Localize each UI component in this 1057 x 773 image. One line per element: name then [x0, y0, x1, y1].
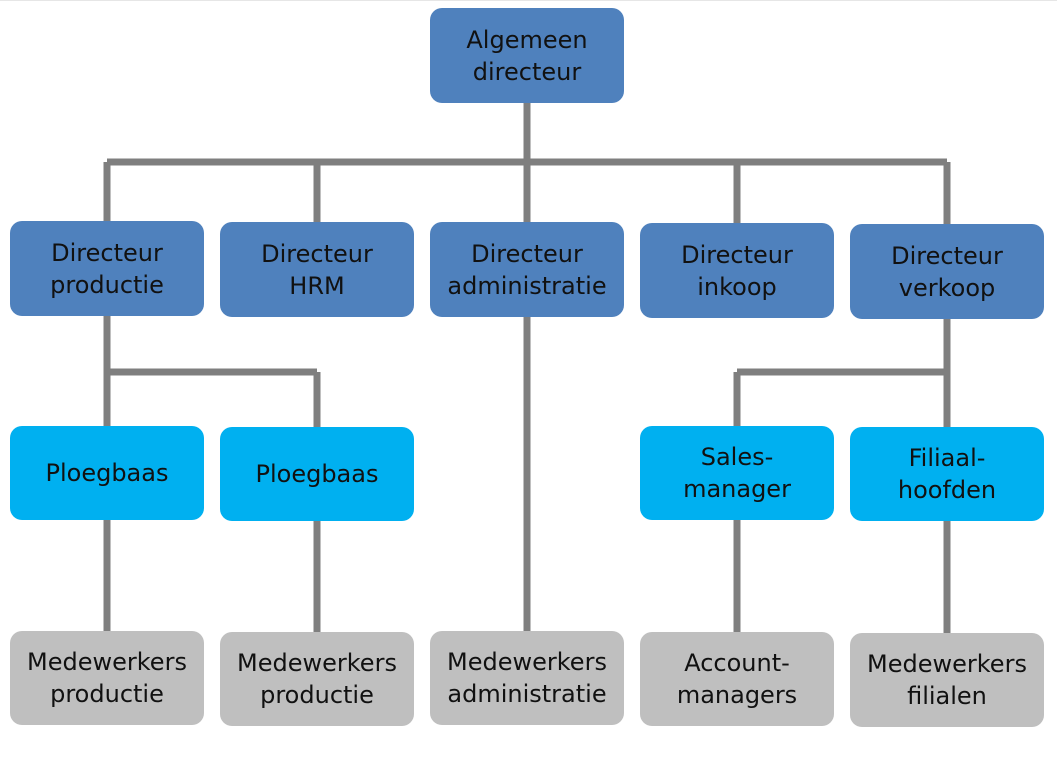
node-label: Directeur verkoop — [891, 241, 1003, 302]
node-salesmanager: Sales- manager — [640, 426, 834, 520]
node-label: Sales- manager — [683, 443, 791, 503]
node-directeur-verkoop: Directeur verkoop — [850, 224, 1044, 319]
node-label: Account- managers — [676, 649, 798, 709]
node-label: Directeur inkoop — [681, 240, 793, 301]
node-medewerkers-productie-2: Medewerkers productie — [220, 632, 414, 726]
node-ploegbaas-1: Ploegbaas — [10, 426, 204, 520]
node-label: Medewerkers productie — [27, 648, 187, 708]
node-label: Ploegbaas — [255, 460, 379, 488]
node-medewerkers-productie-1: Medewerkers productie — [10, 631, 204, 725]
node-label: Filiaal- hoofden — [897, 444, 997, 504]
node-label: Medewerkers administratie — [447, 648, 607, 708]
node-label: Algemeen directeur — [466, 25, 588, 86]
node-label: Directeur HRM — [261, 239, 373, 300]
node-label: Directeur productie — [50, 238, 164, 299]
node-medewerkers-administratie: Medewerkers administratie — [430, 631, 624, 725]
node-filiaalhoofden: Filiaal- hoofden — [850, 427, 1044, 521]
node-label: Medewerkers productie — [237, 649, 397, 709]
top-border — [0, 0, 1057, 1]
node-directeur-administratie: Directeur administratie — [430, 222, 624, 317]
node-directeur-hrm: Directeur HRM — [220, 222, 414, 317]
node-directeur-productie: Directeur productie — [10, 221, 204, 316]
node-directeur-inkoop: Directeur inkoop — [640, 223, 834, 318]
node-label: Directeur administratie — [447, 239, 607, 300]
node-label: Ploegbaas — [45, 459, 169, 487]
node-algemeen-directeur: Algemeen directeur — [430, 8, 624, 103]
node-medewerkers-filialen: Medewerkers filialen — [850, 633, 1044, 727]
node-ploegbaas-2: Ploegbaas — [220, 427, 414, 521]
node-label: Medewerkers filialen — [867, 650, 1027, 710]
node-accountmanagers: Account- managers — [640, 632, 834, 726]
